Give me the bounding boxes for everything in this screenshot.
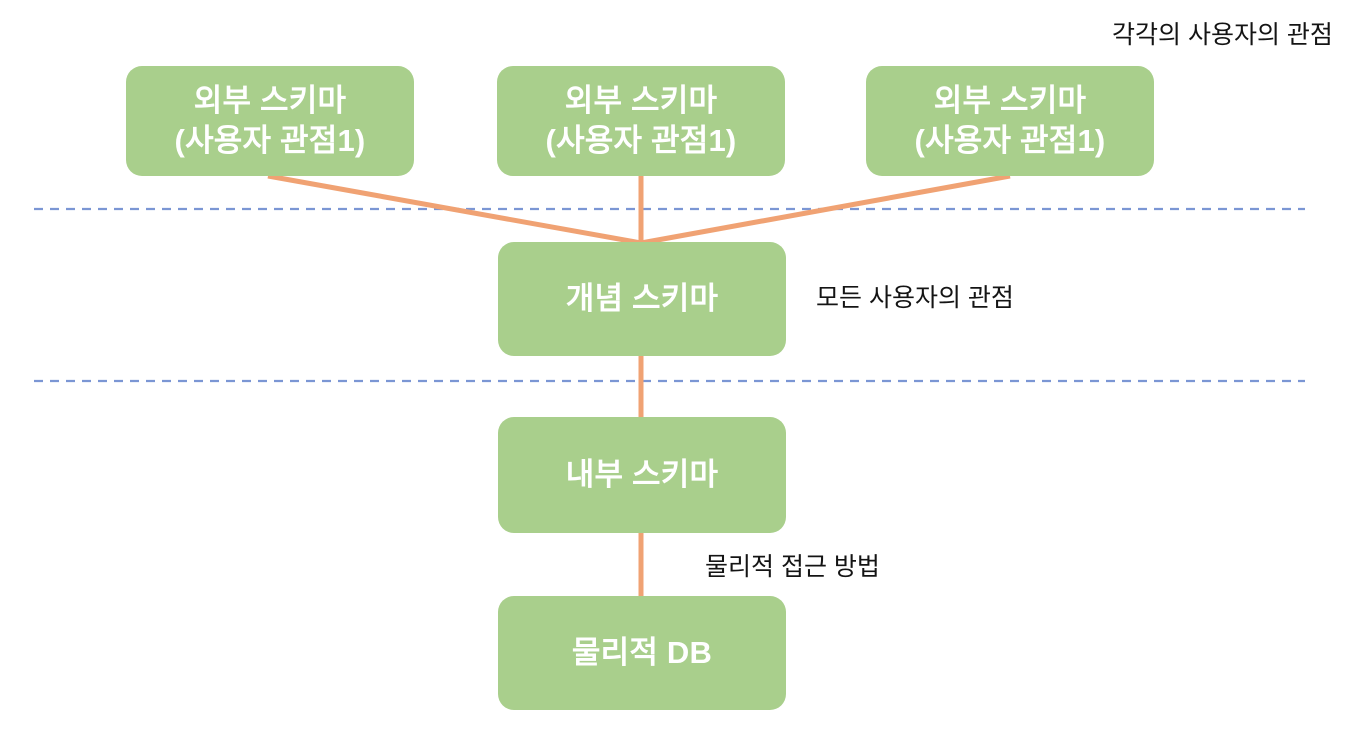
node-external-schema-1[interactable]: 외부 스키마 (사용자 관점1) xyxy=(126,66,414,176)
node-internal-schema[interactable]: 내부 스키마 xyxy=(498,417,786,533)
connector-ext1-to-conceptual xyxy=(267,173,642,246)
node-external-schema-2-label: 외부 스키마 (사용자 관점1) xyxy=(545,82,737,158)
node-external-schema-2[interactable]: 외부 스키마 (사용자 관점1) xyxy=(497,66,785,176)
caption-physical-access-method: 물리적 접근 방법 xyxy=(705,553,880,581)
node-internal-schema-label: 내부 스키마 xyxy=(565,456,719,492)
node-external-schema-1-label: 외부 스키마 (사용자 관점1) xyxy=(174,82,366,158)
node-conceptual-schema-label: 개념 스키마 xyxy=(565,280,719,316)
caption-each-user-view: 각각의 사용자의 관점 xyxy=(1112,21,1333,49)
connector-ext3-to-conceptual xyxy=(640,173,1011,246)
node-external-schema-3-label: 외부 스키마 (사용자 관점1) xyxy=(914,82,1106,158)
node-conceptual-schema[interactable]: 개념 스키마 xyxy=(498,242,786,356)
caption-all-users-view: 모든 사용자의 관점 xyxy=(816,284,1014,312)
node-physical-db-label: 물리적 DB xyxy=(571,634,713,670)
node-external-schema-3[interactable]: 외부 스키마 (사용자 관점1) xyxy=(866,66,1154,176)
node-physical-db[interactable]: 물리적 DB xyxy=(498,596,786,710)
